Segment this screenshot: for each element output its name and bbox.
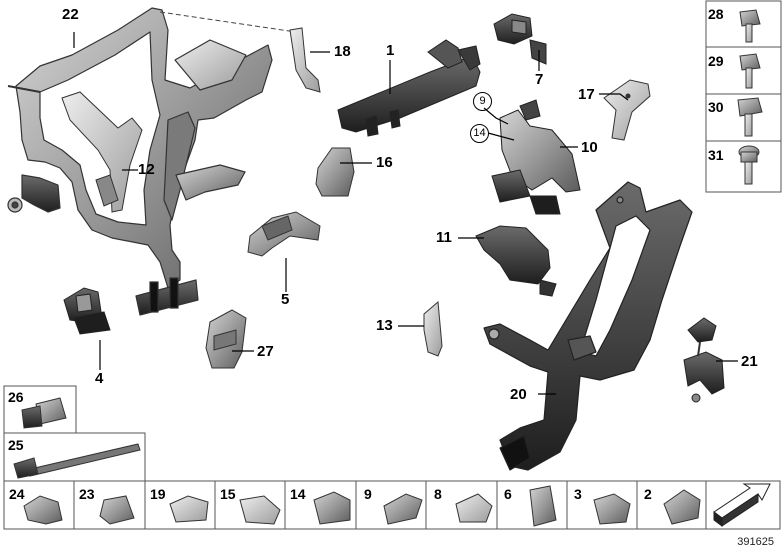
callout-21: 21 (741, 353, 758, 370)
callout-22: 22 (62, 6, 79, 23)
callout-1: 1 (386, 42, 395, 59)
clip-27 (205, 309, 247, 369)
callout-7: 7 (535, 71, 544, 88)
plate-13 (423, 300, 443, 357)
callout-11: 11 (436, 229, 452, 246)
callout-17: 17 (578, 86, 595, 103)
dash-line (159, 11, 297, 33)
clip-24-icon (23, 495, 63, 525)
clip-8-icon (455, 493, 493, 523)
bottom-label-14: 14 (290, 486, 306, 502)
bolt-30-icon (737, 97, 763, 137)
callout-20: 20 (510, 386, 527, 403)
bracket-17 (603, 79, 651, 141)
frame-20 (483, 181, 693, 471)
callout-18: 18 (334, 43, 351, 60)
bracket-16 (315, 147, 355, 197)
box-label-26: 26 (8, 389, 24, 405)
bottom-label-9: 9 (364, 486, 372, 502)
callout-27: 27 (257, 343, 274, 360)
harness-carrier-1 (337, 39, 481, 137)
circled-callout-9: 9 (473, 92, 492, 111)
right-label-30: 30 (708, 99, 724, 115)
bottom-label-24: 24 (9, 486, 25, 502)
right-label-29: 29 (708, 53, 724, 69)
bolt-29-icon (739, 53, 761, 89)
bottom-label-6: 6 (504, 486, 512, 502)
bracket-5 (247, 211, 321, 257)
leader-lines (73, 32, 738, 395)
callout-12: 12 (138, 161, 155, 178)
bottom-label-19: 19 (150, 486, 166, 502)
clip-2-icon (663, 489, 701, 525)
bottom-label-15: 15 (220, 486, 236, 502)
callout-10: 10 (581, 139, 598, 156)
bracket-12 (61, 91, 143, 213)
bolt-28-icon (739, 9, 761, 43)
callout-16: 16 (376, 154, 393, 171)
clip-6-icon (529, 485, 557, 527)
cable-tie-25-icon (13, 443, 141, 479)
clip-23-icon (99, 495, 135, 525)
clip-9-icon (383, 493, 423, 525)
circled-callout-14: 14 (470, 124, 489, 143)
bolt-31-icon (738, 145, 760, 185)
bracket-10 (491, 99, 581, 215)
clip-11 (475, 225, 557, 297)
callout-5: 5 (281, 291, 290, 308)
clip-15-icon (239, 495, 281, 525)
bottom-label-2: 2 (644, 486, 652, 502)
clip-19-icon (169, 495, 209, 523)
clip-14-icon (313, 491, 351, 525)
reference-number: 391625 (737, 536, 774, 548)
callout-4: 4 (95, 370, 104, 387)
bottom-label-3: 3 (574, 486, 582, 502)
clip-26-icon (21, 397, 67, 429)
box-label-25: 25 (8, 437, 24, 453)
bottom-clips (23, 485, 701, 527)
clip-3-icon (593, 493, 631, 525)
bottom-label-23: 23 (79, 486, 95, 502)
right-label-31: 31 (708, 147, 724, 163)
right-column-grid (705, 0, 782, 193)
arrow-icon (713, 483, 771, 527)
bottom-label-8: 8 (434, 486, 442, 502)
callout-13: 13 (376, 317, 393, 334)
right-label-28: 28 (708, 6, 724, 22)
clip-21 (683, 317, 725, 403)
clip-4 (63, 287, 111, 335)
plate-18 (289, 27, 321, 93)
clip-7 (493, 13, 547, 65)
